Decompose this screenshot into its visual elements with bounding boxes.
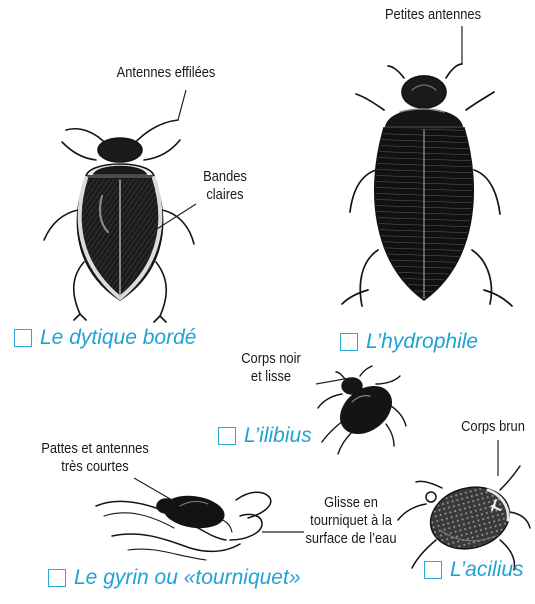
checkbox-icon[interactable] bbox=[14, 329, 32, 347]
label-corps-noir-line-1: Corps noir bbox=[232, 350, 309, 368]
checkbox-icon[interactable] bbox=[48, 569, 66, 587]
label-glisse-line-2: tourniquet à la bbox=[304, 512, 399, 530]
label-glisse: Glisse en tourniquet à la surface de l’e… bbox=[304, 494, 399, 548]
label-corps-brun: Corps brun bbox=[454, 418, 531, 436]
label-pattes-antennes-line-1: Pattes et antennes bbox=[31, 440, 160, 458]
label-pattes-antennes-line-2: très courtes bbox=[31, 458, 160, 476]
checkbox-icon[interactable] bbox=[218, 427, 236, 445]
label-glisse-line-1: Glisse en bbox=[304, 494, 399, 512]
label-pattes-antennes: Pattes et antennes très courtes bbox=[31, 440, 160, 476]
label-bandes-claires-line-1: Bandes bbox=[195, 168, 255, 186]
hydrophile-beetle-drawing bbox=[342, 64, 512, 306]
checkbox-icon[interactable] bbox=[424, 561, 442, 579]
option-hydrophile-label: L’hydrophile bbox=[366, 330, 478, 354]
dytique-beetle-drawing bbox=[44, 120, 194, 322]
label-petites-antennes: Petites antennes bbox=[377, 6, 489, 24]
option-gyrin[interactable]: Le gyrin ou «tourniquet» bbox=[48, 566, 301, 590]
label-corps-noir-line-2: et lisse bbox=[232, 368, 309, 386]
option-dytique[interactable]: Le dytique bordé bbox=[14, 326, 196, 350]
label-glisse-line-3: surface de l’eau bbox=[304, 530, 399, 548]
label-bandes-claires-line-2: claires bbox=[195, 186, 255, 204]
leader-pattes-antennes bbox=[134, 478, 172, 500]
option-dytique-label: Le dytique bordé bbox=[40, 326, 196, 350]
label-antennes-effilees: Antennes effilées bbox=[106, 64, 226, 82]
option-acilius-label: L’acilius bbox=[450, 558, 524, 582]
option-hydrophile[interactable]: L’hydrophile bbox=[340, 330, 478, 354]
leader-antennes-effilees bbox=[178, 90, 186, 120]
acilius-beetle-drawing bbox=[398, 466, 530, 570]
label-bandes-claires: Bandes claires bbox=[195, 168, 255, 204]
option-gyrin-label: Le gyrin ou «tourniquet» bbox=[74, 566, 301, 590]
checkbox-icon[interactable] bbox=[340, 333, 358, 351]
gyrin-beetle-drawing bbox=[96, 492, 271, 560]
option-ilibius[interactable]: L’ilibius bbox=[218, 424, 312, 448]
option-ilibius-label: L’ilibius bbox=[244, 424, 312, 448]
option-acilius[interactable]: L’acilius bbox=[424, 558, 524, 582]
label-corps-noir: Corps noir et lisse bbox=[232, 350, 309, 386]
ilibius-beetle-drawing bbox=[318, 366, 406, 454]
